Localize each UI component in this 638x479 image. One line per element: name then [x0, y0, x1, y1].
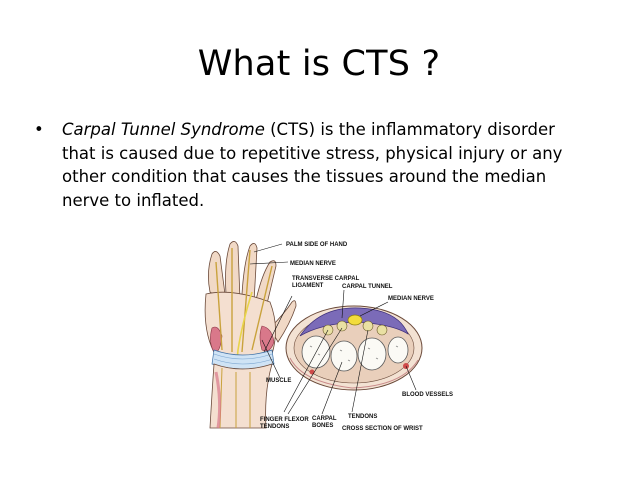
label-carpal-tunnel: CARPAL TUNNEL [342, 284, 393, 290]
cts-term: Carpal Tunnel Syndrome [62, 120, 265, 139]
wrist-anatomy-illustration: PALM SIDE OF HAND MEDIAN NERVE TRANSVERS… [192, 232, 462, 432]
label-tendons: TENDONS [348, 414, 377, 420]
label-transverse-carpal: TRANSVERSE CARPAL [292, 276, 360, 282]
wrist-anatomy-drawing: PALM SIDE OF HAND MEDIAN NERVE TRANSVERS… [204, 241, 453, 432]
label-median-nerve-right: MEDIAN NERVE [388, 296, 434, 302]
label-blood-vessels: BLOOD VESSELS [402, 392, 453, 398]
slide-title: What is CTS ? [197, 44, 441, 84]
label-bones: BONES [312, 423, 333, 429]
label-median-nerve-top: MEDIAN NERVE [290, 261, 336, 267]
bullet-item: • Carpal Tunnel Syndrome (CTS) is the inf… [32, 118, 592, 212]
hand-drawing [204, 241, 297, 429]
label-finger-flexor-tendons: TENDONS [260, 424, 289, 430]
bullet-marker: • [34, 120, 44, 139]
cts-definition: (CTS) is the inflammatory disorder that … [62, 120, 563, 210]
label-muscle: MUSCLE [266, 378, 291, 384]
label-ligament: LIGAMENT [292, 283, 324, 289]
label-finger-flexor: FINGER FLEXOR [260, 417, 309, 423]
label-cross-section: CROSS SECTION OF WRIST [342, 426, 423, 432]
wrist-cross-section-drawing [285, 305, 423, 391]
leader-lines [249, 243, 417, 415]
label-carpal: CARPAL [312, 416, 337, 422]
label-palm-side: PALM SIDE OF HAND [286, 242, 348, 248]
bullet-list: • Carpal Tunnel Syndrome (CTS) is the inf… [32, 118, 592, 212]
